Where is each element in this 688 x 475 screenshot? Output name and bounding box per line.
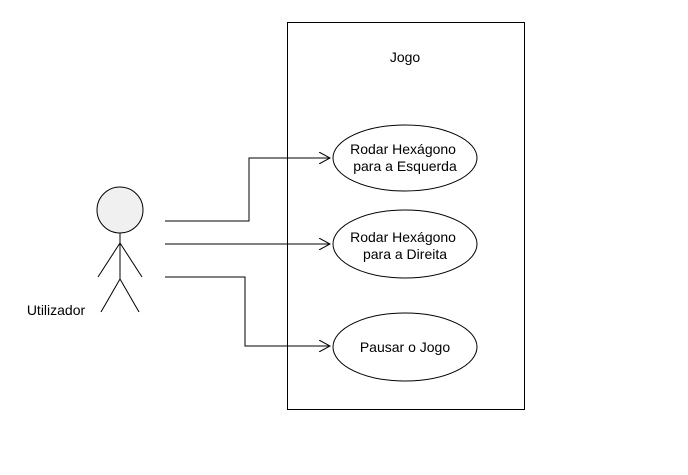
use-case-pause-ellipse: [332, 312, 478, 382]
use-case-rotate-right-label: Rodar Hexágono para a Direita: [350, 229, 460, 262]
use-case-rotate-right-line-1: Rodar Hexágono: [350, 229, 456, 245]
association-pause: [165, 276, 330, 346]
use-case-rotate-left-line-1: Rodar Hexágono: [350, 141, 456, 157]
system-boundary: [287, 22, 525, 410]
actor-head: [96, 186, 144, 234]
use-case-rotate-right[interactable]: Rodar Hexágono para a Direita: [332, 209, 478, 279]
actor-arm-left: [97, 242, 121, 278]
use-case-rotate-left[interactable]: Rodar Hexágono para a Esquerda: [332, 124, 478, 192]
actor-arm-right: [119, 242, 143, 278]
actor-leg-right: [119, 278, 140, 313]
use-case-rotate-left-label: Rodar Hexágono para a Esquerda: [350, 141, 460, 174]
use-case-pause[interactable]: Pausar o Jogo: [332, 312, 478, 382]
use-case-rotate-right-line-2: para a Direita: [363, 246, 447, 262]
system-title: Jogo: [390, 49, 421, 65]
actor-utilizador[interactable]: Utilizador: [27, 186, 144, 318]
association-rotate-left: [165, 158, 330, 222]
actor-label: Utilizador: [27, 302, 86, 318]
actor-leg-left: [100, 278, 121, 313]
use-case-pause-label: Pausar o Jogo: [360, 339, 450, 355]
use-case-rotate-left-ellipse: [332, 124, 478, 192]
use-case-rotate-left-line-2: para a Esquerda: [353, 158, 457, 174]
use-case-rotate-right-ellipse: [332, 209, 478, 279]
